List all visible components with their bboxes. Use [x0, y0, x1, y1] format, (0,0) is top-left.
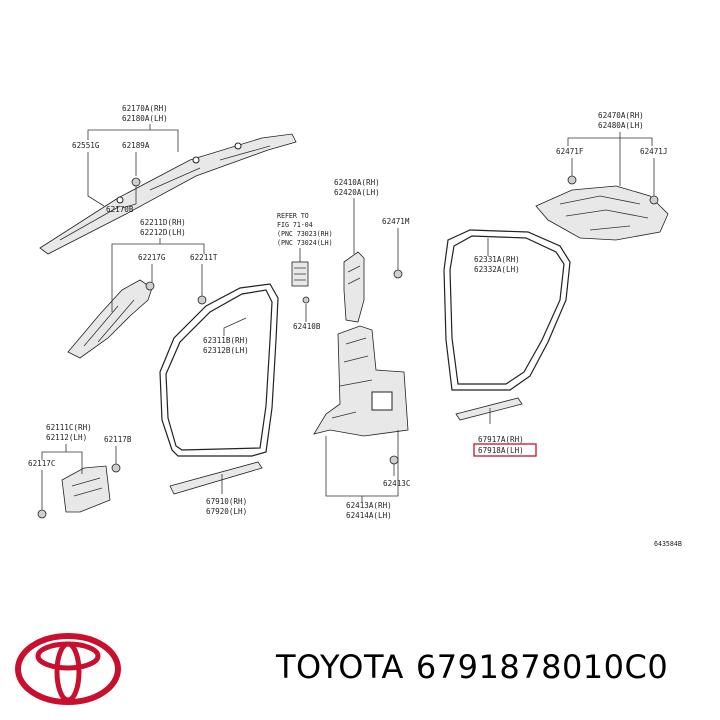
cowl-side-trim [37, 463, 121, 519]
rear-door-weatherstrip [443, 229, 571, 391]
label-62170a: 62170A(RH) [122, 104, 168, 113]
roof-side-garnish-rear [535, 175, 669, 241]
highlight-box [473, 443, 537, 457]
label-62420a: 62420A(LH) [334, 188, 380, 197]
label-62180a: 62180A(LH) [122, 114, 168, 123]
label-62212d: 62212D(LH) [140, 228, 186, 237]
refer-to-note: REFER TO [277, 212, 309, 220]
clip-62189a [131, 177, 141, 187]
label-62312b: 62312B(LH) [203, 346, 249, 355]
label-62410b: 62410B [293, 322, 321, 331]
label-62217g: 62217G [138, 253, 166, 262]
toyota-logo [15, 633, 121, 705]
footer-caption: TOYOTA 6791878010C0 [276, 648, 668, 686]
label-62410a: 62410A(RH) [334, 178, 380, 187]
front-door-weatherstrip [159, 283, 279, 457]
front-pillar-garnish-lower [67, 279, 207, 359]
label-62112: 62112(LH) [46, 433, 87, 442]
label-62480a: 62480A(LH) [598, 121, 644, 130]
brand-name: TOYOTA [276, 648, 404, 686]
label-62471j: 62471J [640, 147, 667, 156]
refer-fig: FIG 71-04 [277, 221, 313, 229]
label-62117b: 62117B [104, 435, 132, 444]
label-62414a: 62414A(LH) [346, 511, 392, 520]
label-67917a: 67917A(RH) [478, 435, 524, 444]
center-pillar-garnish-upper [343, 251, 365, 323]
front-pillar-garnish-upper [39, 133, 297, 255]
center-pillar-garnish-lower [313, 325, 409, 465]
label-62471m: 62471M [382, 217, 410, 226]
clip-62471m [393, 269, 403, 279]
rear-door-scuff-plate [455, 397, 523, 421]
drawing-code: 643584B [654, 540, 682, 548]
label-62413c: 62413C [383, 479, 410, 488]
label-62170b: 62170B [106, 205, 134, 214]
label-62470a: 62470A(RH) [598, 111, 644, 120]
label-67910: 67910(RH) [206, 497, 247, 506]
part-number: 6791878010C0 [415, 648, 669, 686]
label-62413a: 62413A(RH) [346, 501, 392, 510]
label-62111c: 62111C(RH) [46, 423, 92, 432]
front-door-scuff-plate [169, 461, 263, 495]
label-62211t: 62211T [190, 253, 218, 262]
label-62211d: 62211D(RH) [140, 218, 186, 227]
label-62471f: 62471F [556, 147, 584, 156]
label-62311b: 62311B(RH) [203, 336, 249, 345]
label-62551g: 62551G [72, 141, 100, 150]
label-67918a: 67918A(LH) [478, 446, 524, 455]
label-62117c: 62117C [28, 459, 55, 468]
refer-pnc-lh: (PNC 73024(LH) [277, 239, 333, 247]
label-62189a: 62189A [122, 141, 150, 150]
label-62331a: 62331A(RH) [474, 255, 520, 264]
label-67920: 67920(LH) [206, 507, 247, 516]
refer-pnc-rh: (PNC 73023(RH) [277, 230, 333, 238]
label-62332a: 62332A(LH) [474, 265, 520, 274]
seat-belt-anchor [291, 261, 310, 304]
brand-footer: TOYOTA 6791878010C0 [0, 622, 720, 720]
